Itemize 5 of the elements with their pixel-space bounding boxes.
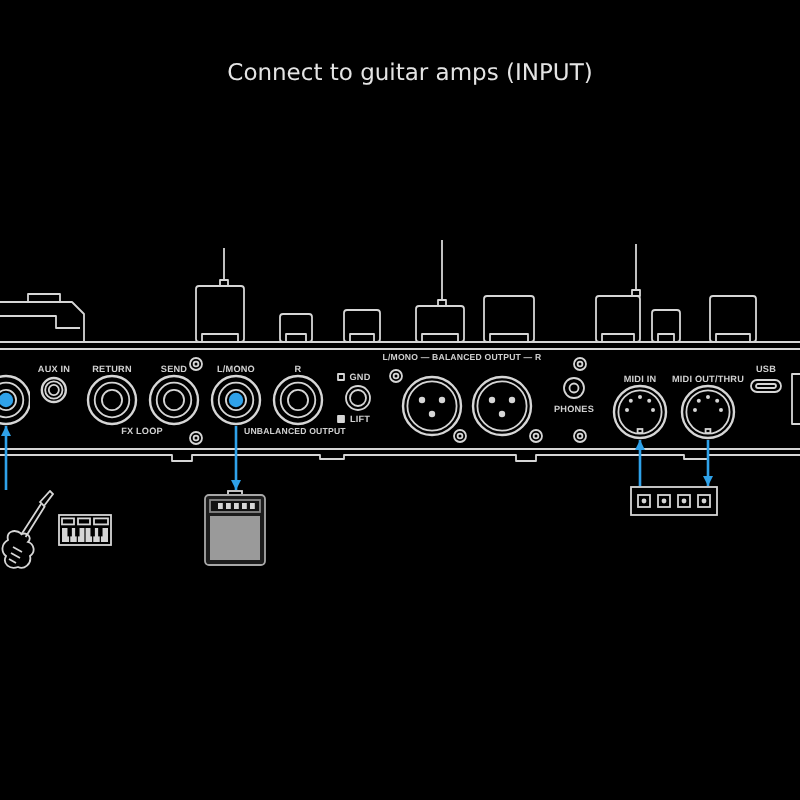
arrow: [703, 440, 713, 486]
arrow: [635, 440, 645, 486]
title: Connect to guitar amps (INPUT): [227, 58, 593, 86]
arrow: [231, 426, 241, 490]
arrow: [1, 426, 11, 490]
